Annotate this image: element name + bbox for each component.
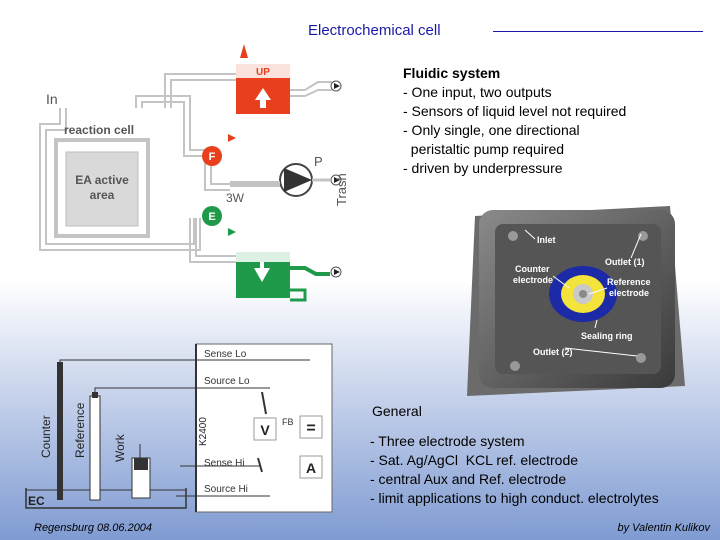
fluidic-note: - Sensors of liquid level not required bbox=[403, 103, 627, 119]
photo-counter-label-2: electrode bbox=[513, 275, 553, 285]
valve-f-label: F bbox=[209, 151, 216, 163]
pump-label: P bbox=[314, 154, 323, 169]
footer-date: Regensburg 08.06.2004 bbox=[34, 522, 153, 534]
reaction-cell-label: reaction cell bbox=[64, 123, 134, 137]
general-notes: - Three electrode system - Sat. Ag/AgCl … bbox=[370, 432, 659, 508]
equals-box bbox=[299, 415, 323, 439]
sense-lo-label: Sense Lo bbox=[204, 349, 247, 360]
fluidic-note: - Only single, one directional bbox=[403, 122, 580, 138]
amp-label: A bbox=[306, 460, 316, 476]
trash-label: Trash bbox=[334, 173, 349, 206]
general-note: - Sat. Ag/AgCl KCL ref. electrode bbox=[370, 452, 579, 468]
counter-label: Counter bbox=[39, 415, 53, 458]
ec-label: EC bbox=[28, 494, 45, 508]
cell-photo: Inlet Outlet (1) Counter electrode Refer… bbox=[467, 206, 685, 396]
general-note: - central Aux and Ref. electrode bbox=[370, 471, 567, 487]
general-note: - Three electrode system bbox=[370, 433, 525, 449]
ammeter-box bbox=[299, 455, 323, 479]
footer-author: by Valentin Kulikov bbox=[617, 522, 710, 534]
page-title: Electrochemical cell bbox=[308, 22, 441, 39]
photo-outlet2-label: Outlet (2) bbox=[533, 347, 573, 357]
active-area-label-1: EA active bbox=[75, 173, 129, 187]
valve-e bbox=[202, 206, 222, 226]
counter-electrode bbox=[57, 362, 63, 500]
source-lo-label: Source Lo bbox=[204, 376, 250, 387]
three-way-label: 3W bbox=[226, 191, 245, 205]
fluidic-heading: Fluidic system bbox=[403, 65, 501, 81]
equals-label: = bbox=[306, 420, 315, 437]
reaction-cell bbox=[54, 138, 150, 238]
work-label: Work bbox=[113, 433, 127, 462]
photo-outlet1-label: Outlet (1) bbox=[605, 257, 645, 267]
sense-hi-label: Sense Hi bbox=[204, 458, 245, 469]
circuit-diagram: Counter Reference Work EC K2400 Sense Lo… bbox=[25, 343, 333, 513]
general-note: - limit applications to high conduct. el… bbox=[370, 490, 659, 506]
photo-inlet-label: Inlet bbox=[537, 235, 556, 245]
valve-e-label: E bbox=[208, 211, 215, 223]
fluidic-notes: Fluidic system - One input, two outputs … bbox=[403, 64, 626, 178]
fb-label: FB bbox=[282, 417, 294, 427]
photo-counter-label-1: Counter bbox=[515, 264, 550, 274]
general-heading: General bbox=[372, 403, 422, 419]
photo-sealing-label: Sealing ring bbox=[581, 331, 633, 341]
instrument-label: K2400 bbox=[198, 417, 209, 446]
valve-f bbox=[202, 146, 222, 166]
reference-electrode bbox=[89, 395, 101, 501]
active-area-label-2: area bbox=[90, 188, 115, 202]
photo-reference-label-1: Reference bbox=[607, 277, 651, 287]
volt-label: V bbox=[260, 422, 270, 438]
fluidic-note: - One input, two outputs bbox=[403, 84, 552, 100]
fluidic-diagram: In reaction cell EA active area UP F E P… bbox=[39, 44, 349, 302]
up-tank-label: UP bbox=[256, 67, 270, 78]
fluidic-note: peristaltic pump required bbox=[403, 141, 565, 157]
source-hi-label: Source Hi bbox=[204, 484, 248, 495]
active-area bbox=[65, 151, 139, 227]
fluidic-note: - driven by underpressure bbox=[403, 160, 563, 176]
photo-reference-label-2: electrode bbox=[609, 288, 649, 298]
title-underline bbox=[493, 31, 703, 32]
inlet-label: In bbox=[46, 91, 58, 107]
reference-label: Reference bbox=[73, 402, 87, 458]
voltmeter-box bbox=[253, 417, 277, 441]
